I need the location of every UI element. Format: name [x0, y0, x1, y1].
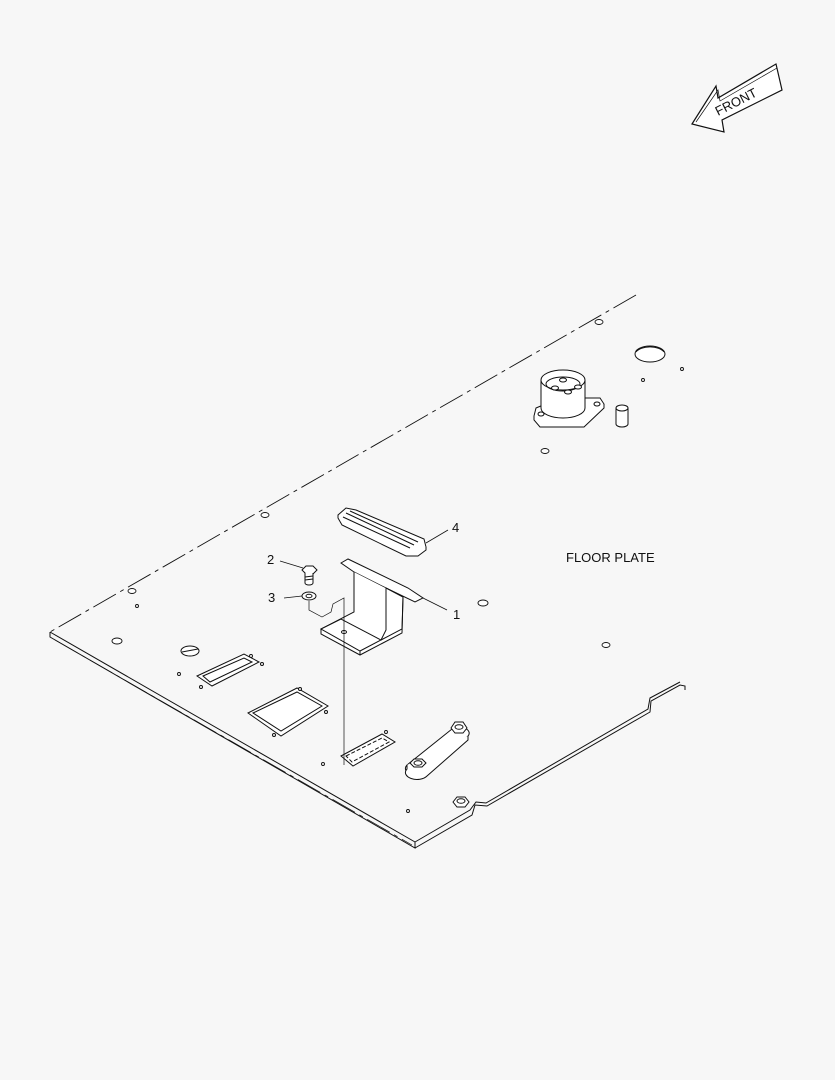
flange-fitting: [533, 369, 605, 428]
callout-1: 1: [453, 607, 460, 622]
callout-4: 4: [452, 520, 459, 535]
assembly-name-label: FLOOR PLATE: [566, 550, 655, 565]
callout-leaders: [279, 529, 449, 611]
assembly-centerline: [308, 597, 345, 765]
part-1-bracket[interactable]: [319, 558, 424, 656]
callout-3: 3: [268, 590, 275, 605]
front-direction-arrow: FRONT: [691, 63, 783, 133]
part-4-pedal-pad[interactable]: [337, 507, 427, 557]
part-3-washer[interactable]: [301, 591, 317, 601]
slotted-hole: [180, 645, 200, 657]
access-hole: [634, 345, 666, 363]
rectangular-cutouts: [195, 653, 396, 767]
standoff-post: [615, 404, 629, 428]
callout-2: 2: [267, 552, 274, 567]
floor-plate: [49, 294, 686, 849]
link-bracket: [404, 721, 470, 808]
part-2-bolt[interactable]: [301, 565, 318, 586]
mounting-holes: [111, 319, 684, 813]
